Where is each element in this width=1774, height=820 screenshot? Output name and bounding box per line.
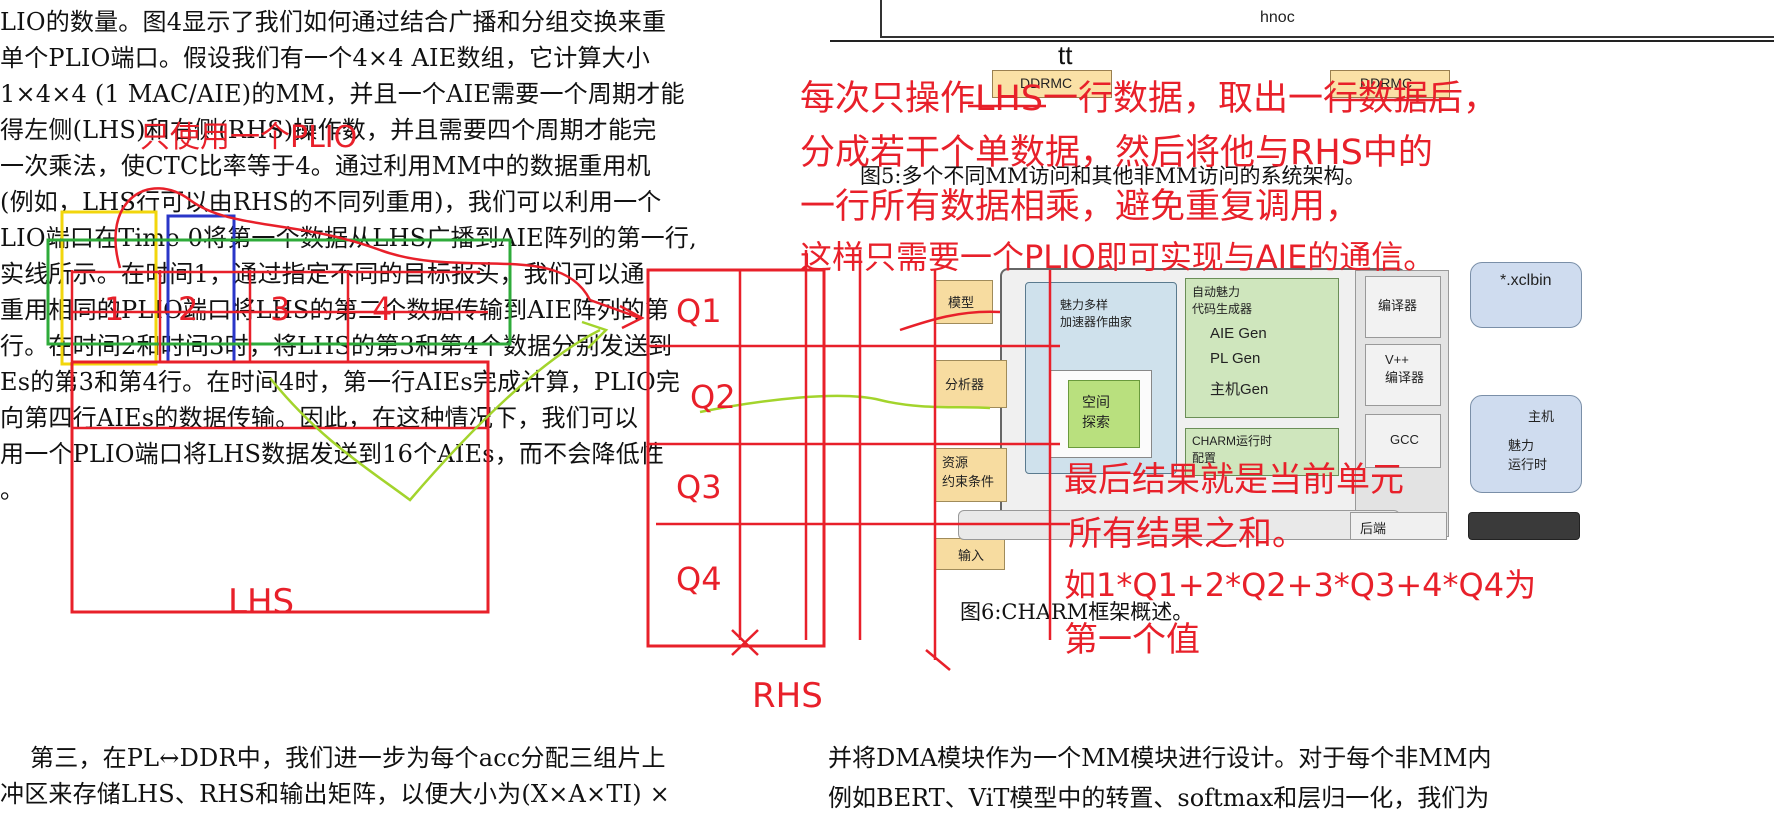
lhs-box (70, 360, 490, 614)
xclbin-label: *.xclbin (1500, 272, 1552, 289)
hnoc-box (880, 0, 1774, 38)
left-text-line: 一次乘法，使CTC比率等于4。通过利用MM中的数据重用机 (0, 152, 651, 180)
vcc-label: V++ 编译器 (1385, 352, 1425, 385)
lime-line-right (699, 394, 991, 414)
runtime-label: CHARM运行时 配置 (1192, 434, 1272, 465)
analyzer-box (935, 360, 1007, 408)
note-line: 每次只操作LHS一行数据，取出一行数据后， (800, 79, 1499, 119)
left-text-line: 。 (0, 476, 25, 504)
q2-label: Q2 (690, 378, 736, 416)
host-runtime-label: 魅力 运行时 (1508, 438, 1548, 472)
vcc-box (1365, 344, 1441, 406)
result-line: 最后结果就是当前单元 (1064, 460, 1404, 500)
ddrmc-label-1: DDRMC (1020, 75, 1073, 91)
left-text-line: 第三，在PL↔DDR中，我们进一步为每个acc分配三组片上 (30, 744, 666, 772)
q4-label: Q4 (676, 560, 722, 598)
lhs-number-3: 3 (270, 290, 291, 328)
runtime-box (1185, 428, 1339, 476)
resource-box (935, 448, 1007, 502)
yellow-box (60, 210, 158, 366)
gcc-label: GCC (1390, 432, 1419, 447)
left-text-line: LIO的数量。图4显示了我们如何通过结合广播和分组交换来重 (0, 8, 667, 36)
composer-label: 魅力多样 加速器作曲家 (1060, 298, 1133, 329)
left-text-line: 实线所示。在时间1，通过指定不同的目标报头，我们可以通 (0, 260, 645, 288)
q1-label: Q1 (676, 292, 722, 330)
composer-arrow (899, 310, 1001, 332)
ddrmc-label-2: DDRMC (1360, 75, 1413, 91)
left-text-line: 用一个PLIO端口将LHS数据发送到16个AIEs，而不会降低性 (0, 440, 665, 468)
resource-label: 资源 约束条件 (942, 455, 995, 489)
left-text-line: Es的第3和第4行。在时间4时，第一行AIEs完成计算，PLIO完 (0, 368, 681, 396)
left-text-line: 单个PLIO端口。假设我们有一个4×4 AIE数组，它计算大小 (0, 44, 651, 72)
left-text-line: 冲区来存储LHS、RHS和输出矩阵，以便大小为(X×A×TI) × (0, 780, 670, 808)
space-box (1068, 380, 1140, 448)
host-label: 主机 (1528, 409, 1555, 424)
lhs-number-4: 4 (372, 290, 393, 328)
lime-curve (269, 328, 601, 502)
dark-box (1468, 512, 1580, 540)
backend-label: 后端 (1360, 521, 1387, 536)
result-line: 如1*Q1+2*Q2+3*Q3+4*Q4为 (1064, 566, 1537, 604)
lhs-label: LHS (228, 582, 295, 622)
blue-box (166, 214, 236, 364)
right-text-line: 并将DMA模块作为一个MM模块进行设计。对于每个非MM内 (828, 744, 1492, 772)
ddrmc-box-1 (992, 70, 1112, 98)
host-box (1470, 395, 1582, 493)
result-line: 所有结果之和。 (1068, 514, 1306, 554)
space-label: 空间 探索 (1082, 394, 1110, 430)
autogen-box (1185, 278, 1339, 418)
lhs-number-2: 2 (178, 290, 199, 328)
left-text-line: 重用相同的PLIO端口将LHS的第二个数据传输到AIE阵列的第 (0, 296, 670, 324)
lime-arrowhead (581, 320, 609, 349)
compiler-box (1365, 276, 1441, 338)
hnoc-rule (830, 40, 1774, 42)
hnoc-label: hnoc (1260, 9, 1295, 26)
left-text-line: 1×4×4 (1 MAC/AIE)的MM，并且一个AIE需要一个周期才能 (0, 80, 685, 108)
note-line: 分成若干个单数据，然后将他与RHS中的 (800, 133, 1433, 173)
tt-label: tt (1058, 40, 1073, 70)
compiler-label: 编译器 (1378, 298, 1418, 313)
model-label: 模型 (948, 295, 975, 310)
aie-gen-label: AIE Gen (1210, 325, 1267, 342)
rhs-mark (925, 649, 951, 671)
pl-gen-label: PL Gen (1210, 350, 1261, 367)
red-arrowhead (619, 304, 645, 330)
rhs-box (646, 268, 826, 648)
q3-label: Q3 (676, 468, 722, 506)
red-arrow-curve (114, 187, 641, 320)
note-line: 这样只需要一个PLIO即可实现与AIE的通信。 (800, 238, 1436, 276)
fig5-caption: 图5:多个不同MM访问和其他非MM访问的系统架构。 (860, 164, 1366, 188)
left-text-line: 得左侧(LHS)和右侧(RHS)操作数，并且需要四个周期才能完 (0, 116, 657, 144)
gcc-box (1365, 414, 1441, 468)
right-text-line: 例如BERT、ViT模型中的转置、softmax和层归一化，我们为 (828, 784, 1490, 812)
autogen-title: 自动魅力 代码生成器 (1192, 285, 1253, 316)
input-label: 输入 (958, 548, 985, 563)
xclbin-box (1470, 262, 1582, 328)
rhs-mark (731, 629, 759, 656)
note-line: 一行所有数据相乘，避免重复调用， (800, 187, 1361, 227)
analyzer-label: 分析器 (945, 377, 985, 392)
only-one-plio-note: 只使用一个PLIO (140, 120, 358, 155)
backend-box (1350, 512, 1447, 540)
lhs-number-1: 1 (104, 290, 125, 328)
ddrmc-box-2 (1330, 70, 1450, 98)
host-gen-label: 主机Gen (1210, 381, 1269, 398)
result-line: 第一个值 (1064, 620, 1200, 660)
green-box (46, 238, 512, 346)
fig6-caption: 图6:CHARM框架概述。 (960, 600, 1194, 624)
rhs-label: RHS (752, 676, 823, 716)
